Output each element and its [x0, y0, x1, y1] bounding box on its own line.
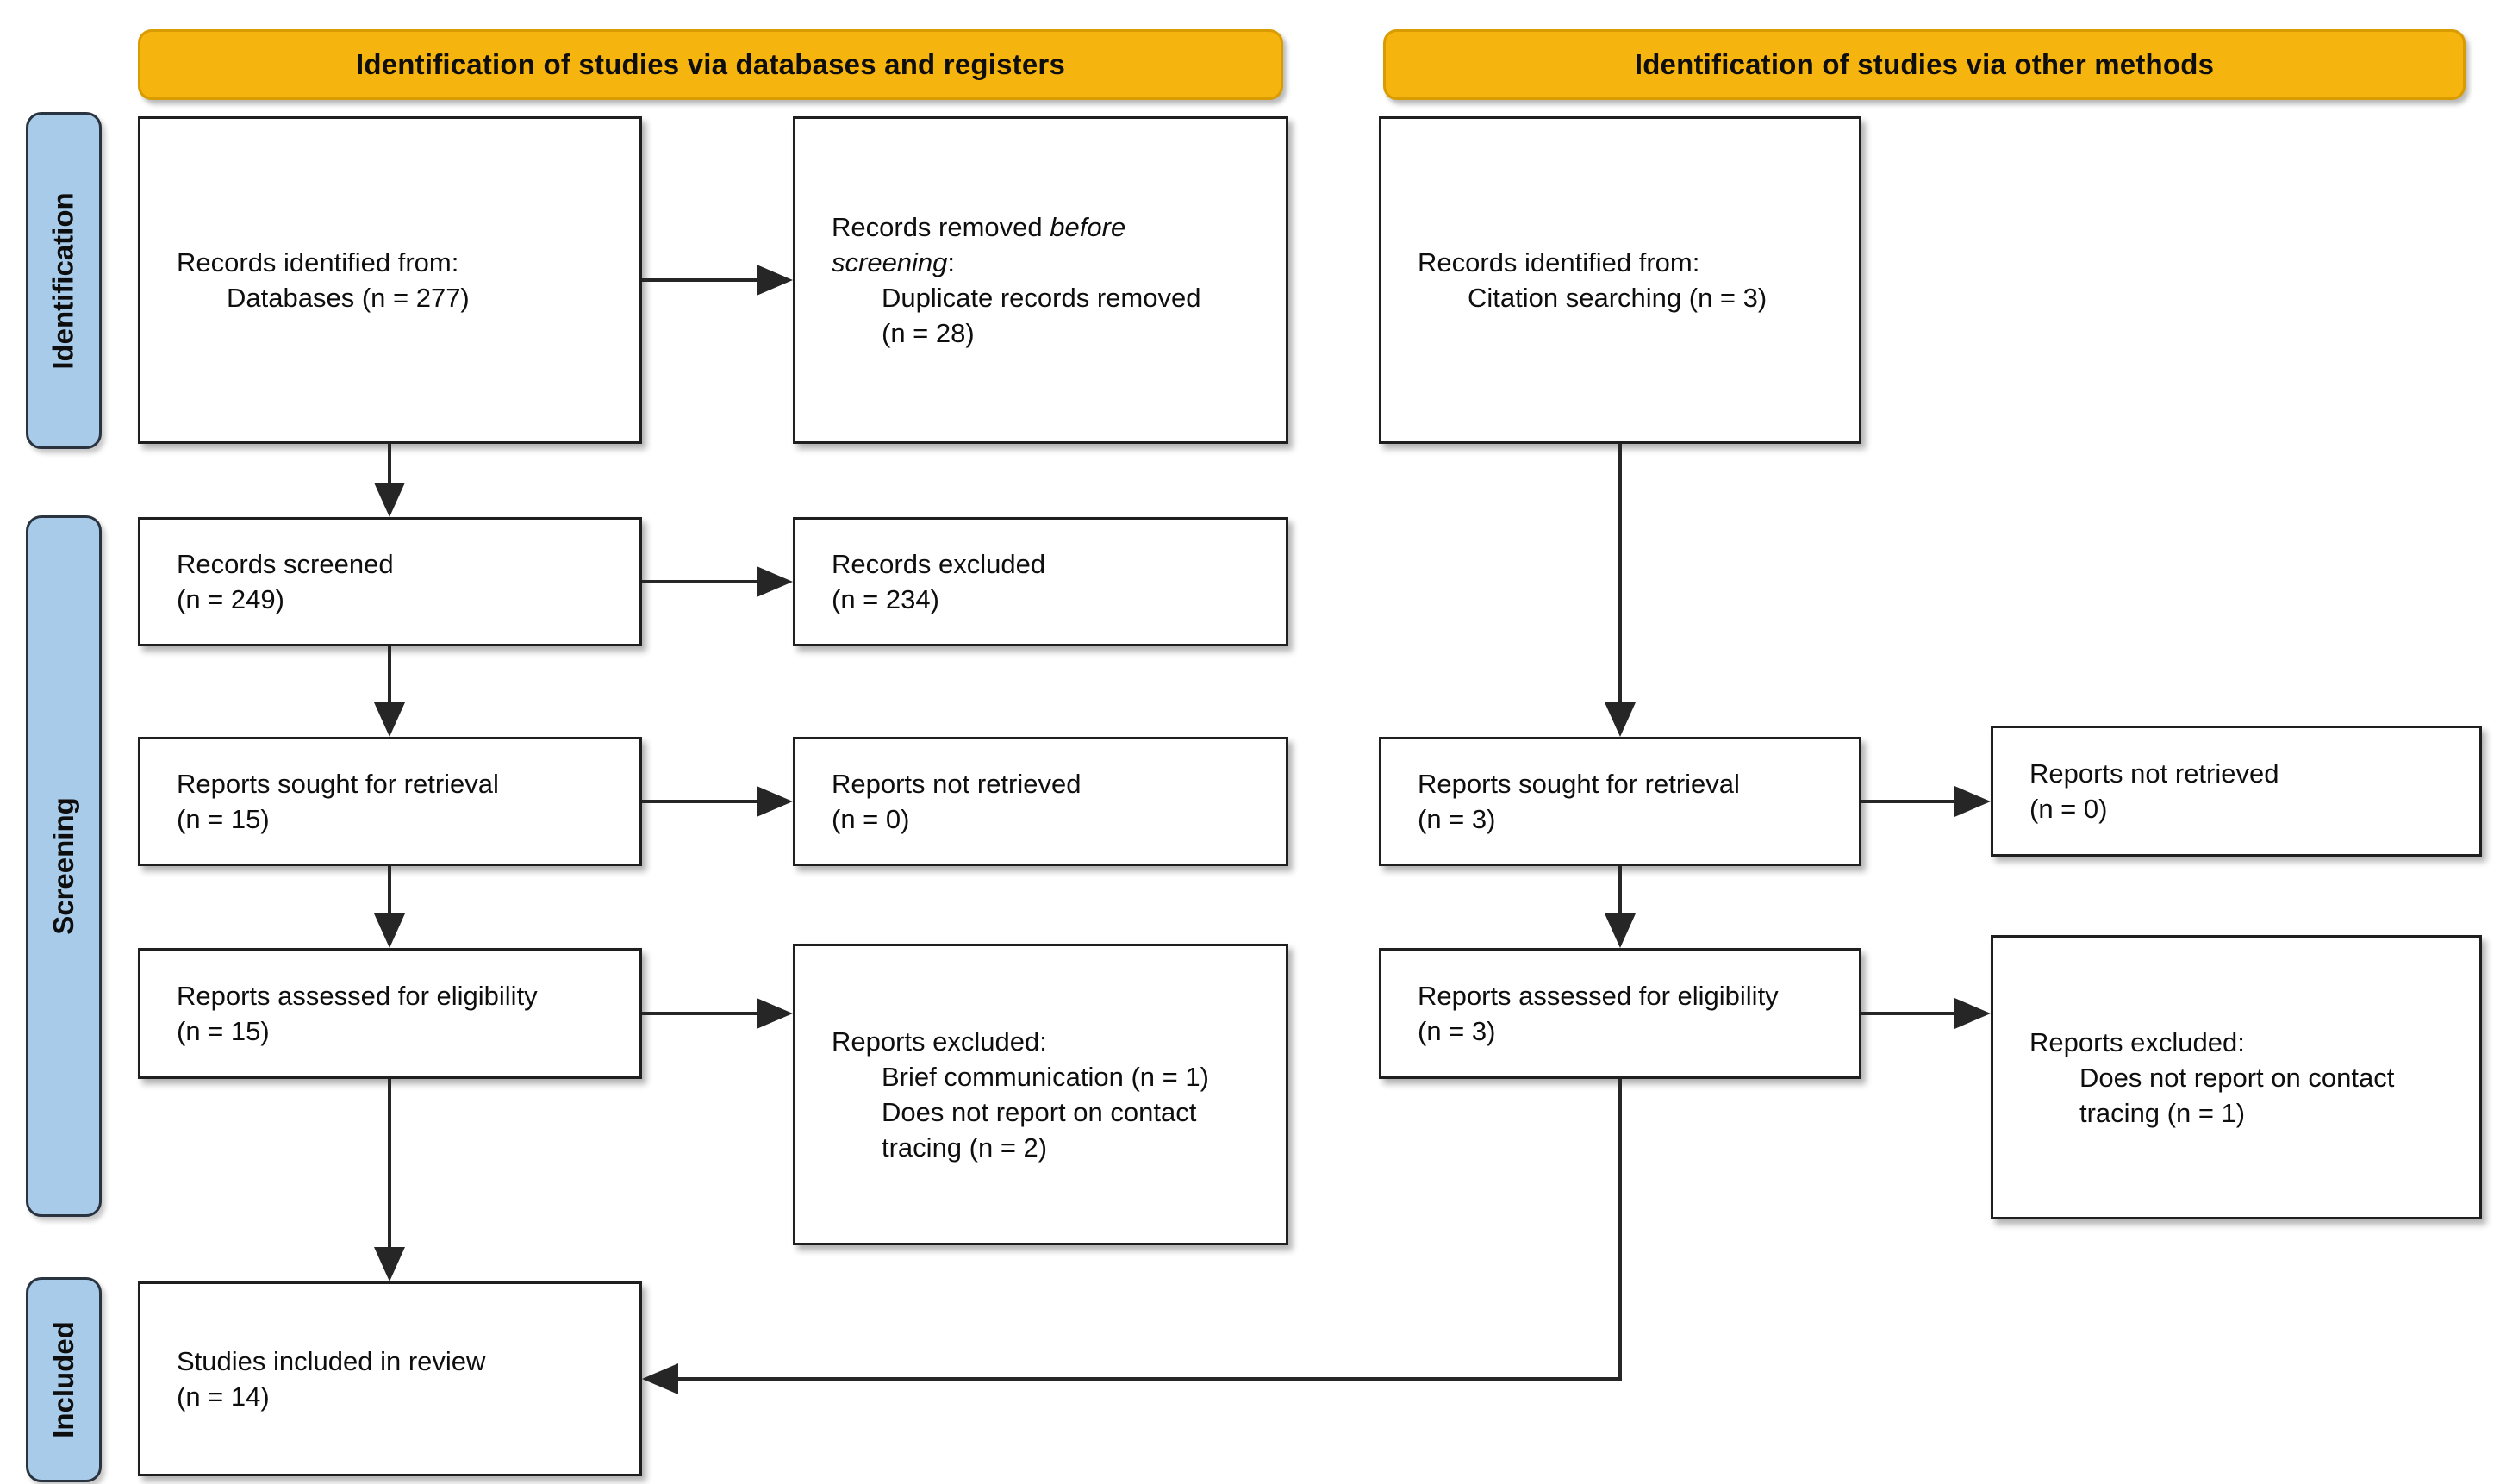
box-reports-assessed-databases: Reports assessed for eligibility (n = 15) [138, 948, 642, 1079]
stage-label-included-text: Included [47, 1321, 79, 1438]
arrowhead-down-icon [374, 913, 405, 948]
box-reports-sought-other: Reports sought for retrieval (n = 3) [1379, 737, 1861, 866]
stage-label-screening-text: Screening [47, 797, 79, 935]
box-text-line: (n = 3) [1418, 1016, 1496, 1046]
box-text-line: Does not report on contact [882, 1097, 1197, 1127]
header-other-methods: Identification of studies via other meth… [1383, 29, 2466, 100]
box-records-removed-before-screening: Records removed before screening: Duplicat… [793, 116, 1288, 444]
box-reports-excluded-other: Reports excluded: Does not report on cont… [1991, 935, 2482, 1219]
arrow-shaft [1618, 866, 1622, 918]
box-text-line: (n = 28) [882, 318, 975, 348]
box-text-line: Records excluded [832, 549, 1046, 579]
arrow-shaft [1861, 800, 1956, 803]
arrow-shaft [642, 1012, 758, 1015]
box-text-line: Does not report on contact [2079, 1062, 2395, 1093]
header-databases-registers: Identification of studies via databases … [138, 29, 1283, 100]
box-text-line: Studies included in review [177, 1346, 486, 1376]
box-text-line: (n = 249) [177, 584, 284, 614]
arrow-shaft [388, 1079, 391, 1251]
arrowhead-down-icon [1605, 702, 1636, 737]
box-text-line: (n = 0) [2029, 794, 2108, 824]
box-text-line: (n = 3) [1418, 804, 1496, 834]
arrowhead-down-icon [374, 483, 405, 517]
arrow-shaft [388, 646, 391, 707]
arrow-shaft [642, 800, 758, 803]
box-text-line: Duplicate records removed [882, 283, 1201, 313]
arrowhead-down-icon [1605, 913, 1636, 948]
box-text-line: Brief communication (n = 1) [882, 1062, 1209, 1092]
box-text-line: Records identified from: [1418, 247, 1700, 277]
box-records-screened: Records screened (n = 249) [138, 517, 642, 646]
arrowhead-right-icon [757, 786, 793, 817]
box-text-line: Records identified from: [177, 247, 459, 277]
stage-label-identification-text: Identification [47, 191, 79, 370]
arrow-shaft [388, 866, 391, 918]
box-text-line: Reports not retrieved [832, 769, 1082, 799]
arrowhead-down-icon [374, 1247, 405, 1281]
box-text-line: Reports assessed for eligibility [1418, 981, 1779, 1011]
box-records-identified-databases: Records identified from: Databases (n = 2… [138, 116, 642, 444]
box-studies-included: Studies included in review (n = 14) [138, 1281, 642, 1476]
stage-label-screening: Screening [26, 515, 102, 1217]
box-text-line: (n = 0) [832, 804, 910, 834]
arrowhead-right-icon [757, 998, 793, 1029]
box-text-line: Reports excluded: [2029, 1026, 2245, 1057]
arrowhead-right-icon [757, 265, 793, 296]
arrow-shaft [1618, 444, 1622, 707]
box-reports-not-retrieved-other: Reports not retrieved (n = 0) [1991, 726, 2482, 857]
box-text-line: Citation searching (n = 3) [1468, 283, 1767, 313]
arrowhead-right-icon [757, 566, 793, 597]
arrow-shaft [1618, 1079, 1622, 1381]
box-text-line: tracing (n = 2) [882, 1132, 1048, 1163]
box-text-line: tracing (n = 1) [2079, 1097, 2246, 1128]
box-text-line: Records screened [177, 549, 394, 579]
box-text-line: (n = 14) [177, 1381, 270, 1412]
stage-label-identification: Identification [26, 112, 102, 449]
arrowhead-down-icon [374, 702, 405, 737]
box-records-excluded: Records excluded (n = 234) [793, 517, 1288, 646]
arrow-shaft [676, 1377, 1622, 1381]
box-reports-excluded-databases: Reports excluded: Brief communication (n … [793, 944, 1288, 1245]
box-records-identified-other: Records identified from: Citation searchi… [1379, 116, 1861, 444]
box-text-line: (n = 234) [832, 584, 939, 614]
box-reports-sought-databases: Reports sought for retrieval (n = 15) [138, 737, 642, 866]
stage-label-included: Included [26, 1277, 102, 1482]
box-text-line: screening: [832, 247, 956, 277]
arrow-shaft [642, 580, 758, 583]
box-text-line: Reports not retrieved [2029, 758, 2279, 789]
box-reports-not-retrieved-databases: Reports not retrieved (n = 0) [793, 737, 1288, 866]
box-text-line: (n = 15) [177, 1016, 270, 1046]
arrow-shaft [388, 444, 391, 487]
arrowhead-left-icon [642, 1363, 678, 1394]
arrow-shaft [642, 278, 758, 282]
box-text-line: Reports assessed for eligibility [177, 981, 538, 1011]
box-text-line: Reports sought for retrieval [1418, 769, 1740, 799]
arrowhead-right-icon [1954, 786, 1991, 817]
box-text-line: Records removed before [832, 212, 1126, 242]
box-text-line: Reports excluded: [832, 1026, 1047, 1057]
box-reports-assessed-other: Reports assessed for eligibility (n = 3) [1379, 948, 1861, 1079]
box-text-line: (n = 15) [177, 804, 270, 834]
box-text-line: Databases (n = 277) [227, 283, 470, 313]
box-text-line: Reports sought for retrieval [177, 769, 499, 799]
arrow-shaft [1861, 1012, 1956, 1015]
arrowhead-right-icon [1954, 998, 1991, 1029]
